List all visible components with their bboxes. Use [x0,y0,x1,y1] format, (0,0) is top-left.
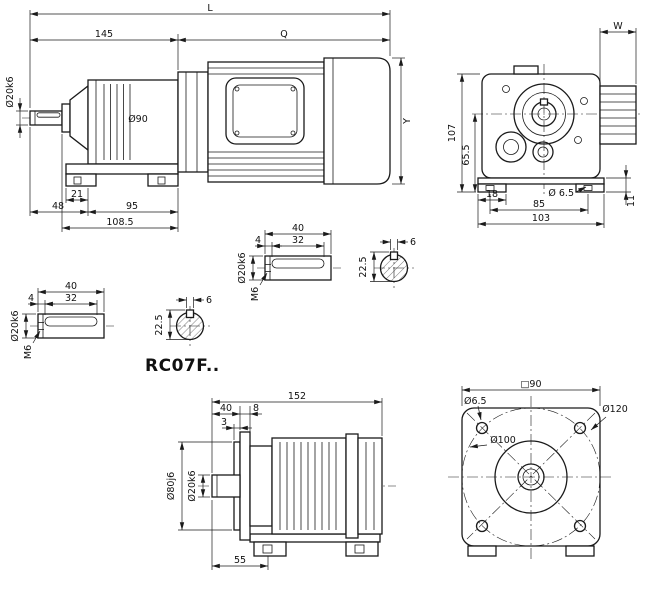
dims-end-view: W 107 65.5 18 Ø 6.5 85 11 103 [447,21,637,228]
dim-3: 3 [221,417,227,428]
dim-40: 40 [65,281,77,292]
dim-145: 145 [95,29,113,40]
dim-L: L [207,3,213,14]
dim-spigot-dia: Ø80j6 [166,472,177,500]
dim-107: 107 [447,124,458,142]
dim-key-height: 22.5 [358,256,369,277]
dim-21: 21 [71,189,83,200]
label-housing-dia: Ø90 [128,114,148,125]
bolt-hole [475,519,489,533]
dim-108-5: 108.5 [106,217,133,228]
dim-95: 95 [126,201,138,212]
fan-cover [323,57,391,185]
foot-right [147,173,179,187]
dim-shaft-dia: Ø20k6 [237,252,248,283]
label-bolt-circle-dia: Ø100 [490,435,516,446]
dim-103: 103 [532,213,550,224]
gear-foot-left [253,541,287,557]
dim-48: 48 [52,201,64,212]
dim-key-height: 22.5 [154,314,165,335]
label-thread-m6: M6 [250,287,261,301]
output-boss [513,83,575,145]
dim-85: 85 [533,199,545,210]
label-hole-dia: Ø6.5 [464,396,487,407]
view-end [472,64,640,196]
dim-8: 8 [253,403,259,414]
view-flange-face [448,396,614,560]
mounting-flange [239,431,251,541]
end-foot-right [575,183,605,193]
dims-gear-side: 152 40 8 3 Ø20k6 Ø80j6 55 [166,391,383,570]
dim-55: 55 [234,555,246,566]
view-motor-side [22,57,391,187]
dim-152: 152 [288,391,306,402]
dim-40: 40 [292,223,304,234]
dim-key-width: 6 [410,237,416,248]
dim-W: W [613,21,623,32]
bolt-hole [573,519,587,533]
dims-motor-side: L 145 Q Ø20k6 Ø90 Y 21 48 95 108.5 [5,3,413,232]
dim-18: 18 [486,189,498,200]
dim-40: 40 [220,403,232,414]
terminal-box-side [599,85,637,145]
dims-flange-face: □90 Ø6.5 Ø100 Ø120 [461,379,628,449]
dim-65-5: 65.5 [461,144,472,165]
view-shaft-detail-a: 40 32 4 Ø20k6 M6 [10,281,114,359]
dim-shaft-dia: Ø20k6 [5,76,16,107]
dim-32: 32 [292,235,304,246]
model-title: RC07F.. [145,356,220,376]
bolt-hole [475,421,489,435]
dim-4: 4 [28,293,34,304]
terminal-box [225,77,305,145]
dim-Q: Q [280,29,287,40]
gear-foot-right [345,541,379,557]
view-key-section-a: 6 22.5 [154,295,212,346]
view-key-section-b: 6 22.5 [358,237,416,288]
dim-shaft-dia: Ø20k6 [10,310,21,341]
bolt-hole [573,421,587,435]
dim-Y: Y [402,118,413,125]
view-gear-side [198,431,396,557]
dim-key-width: 6 [206,295,212,306]
label-thread-m6: M6 [23,345,34,359]
view-shaft-detail-b: 40 32 4 Ø20k6 M6 [237,223,341,301]
bolt-circle [461,407,601,547]
dim-square-90: □90 [520,379,541,390]
output-shaft [211,474,241,498]
dim-shaft-dia: Ø20k6 [187,470,198,501]
label-foot-hole-dia: Ø 6.5 [548,188,574,199]
dim-4: 4 [255,235,261,246]
gear-housing-body [271,437,347,535]
end-foot-left [477,183,507,193]
label-outer-dia: Ø120 [602,404,628,415]
dim-11: 11 [626,195,637,207]
dim-32: 32 [65,293,77,304]
